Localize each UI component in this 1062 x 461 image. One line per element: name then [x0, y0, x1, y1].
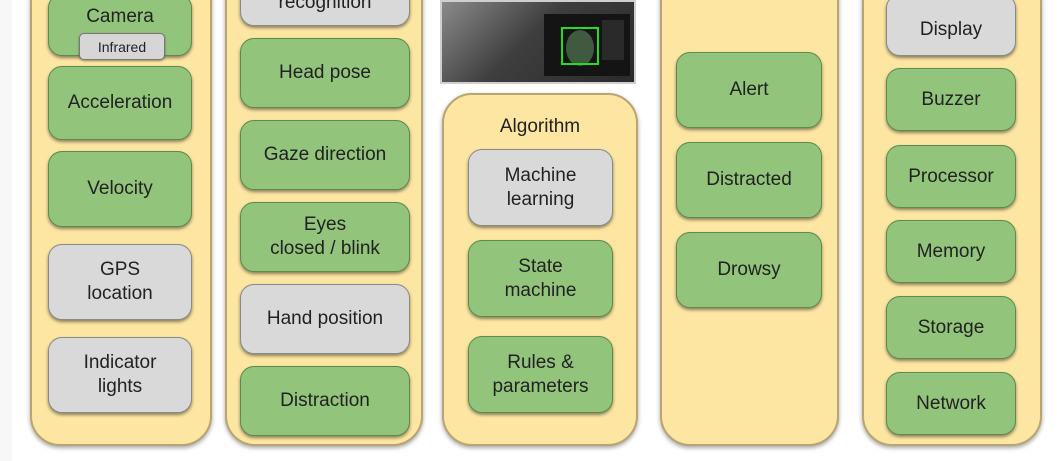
network-label: Network	[916, 392, 986, 414]
gaze-direction-label: Gaze direction	[263, 144, 387, 165]
processor-label: Processor	[908, 165, 994, 187]
gaze-direction-box: Gaze direction	[240, 120, 410, 190]
processor-box: Processor	[886, 145, 1016, 208]
hand-position-label: Hand position	[266, 308, 384, 329]
alert-label: Alert	[729, 79, 769, 100]
machine-learning-label: Machine learning	[504, 164, 577, 210]
eyes-closed-blink-box: Eyes closed / blink	[240, 202, 410, 272]
drowsy-label: Drowsy	[717, 259, 781, 280]
memory-label: Memory	[916, 240, 986, 262]
eyes-closed-blink-label: Eyes closed / blink	[270, 214, 380, 259]
distraction-label: Distraction	[280, 390, 370, 411]
velocity-label: Velocity	[87, 178, 153, 199]
gps-location-label: GPS location	[87, 259, 153, 304]
infrared-tag: Infrared	[79, 33, 165, 60]
memory-box: Memory	[886, 220, 1016, 283]
face-detection-inset	[544, 14, 630, 76]
storage-box: Storage	[886, 296, 1016, 359]
distracted-box: Distracted	[676, 142, 822, 218]
velocity-box: Velocity	[48, 151, 192, 227]
head-pose-label: Head pose	[279, 62, 371, 83]
infrared-label: Infrared	[97, 38, 147, 55]
camera-label: Camera	[86, 6, 154, 27]
distraction-box: Distraction	[240, 366, 410, 436]
acceleration-label: Acceleration	[67, 92, 173, 113]
recognition-box: recognition	[240, 0, 410, 26]
buzzer-box: Buzzer	[886, 68, 1016, 131]
hand-position-box: Hand position	[240, 284, 410, 354]
display-box: Display	[886, 0, 1016, 56]
acceleration-box: Acceleration	[48, 66, 192, 140]
algorithm-title: Algorithm	[499, 116, 581, 137]
indicator-lights-label: Indicator lights	[83, 352, 157, 397]
state-machine-label: State machine	[504, 255, 577, 301]
left-edge-strip	[0, 0, 12, 461]
network-box: Network	[886, 372, 1016, 435]
drowsy-box: Drowsy	[676, 232, 822, 308]
rules-parameters-label: Rules & parameters	[492, 351, 589, 397]
face-detection-icon	[561, 20, 624, 66]
recognition-label: recognition	[278, 0, 372, 13]
storage-label: Storage	[917, 316, 985, 338]
distracted-label: Distracted	[706, 169, 792, 190]
head-pose-box: Head pose	[240, 38, 410, 108]
rules-parameters-box: Rules & parameters	[468, 336, 613, 413]
driver-camera-image	[440, 0, 636, 84]
buzzer-label: Buzzer	[921, 88, 981, 110]
indicator-lights-box: Indicator lights	[48, 337, 192, 413]
alert-box: Alert	[676, 52, 822, 128]
state-machine-box: State machine	[468, 240, 613, 317]
gps-location-box: GPS location	[48, 244, 192, 320]
display-label: Display	[919, 19, 983, 40]
machine-learning-box: Machine learning	[468, 149, 613, 226]
